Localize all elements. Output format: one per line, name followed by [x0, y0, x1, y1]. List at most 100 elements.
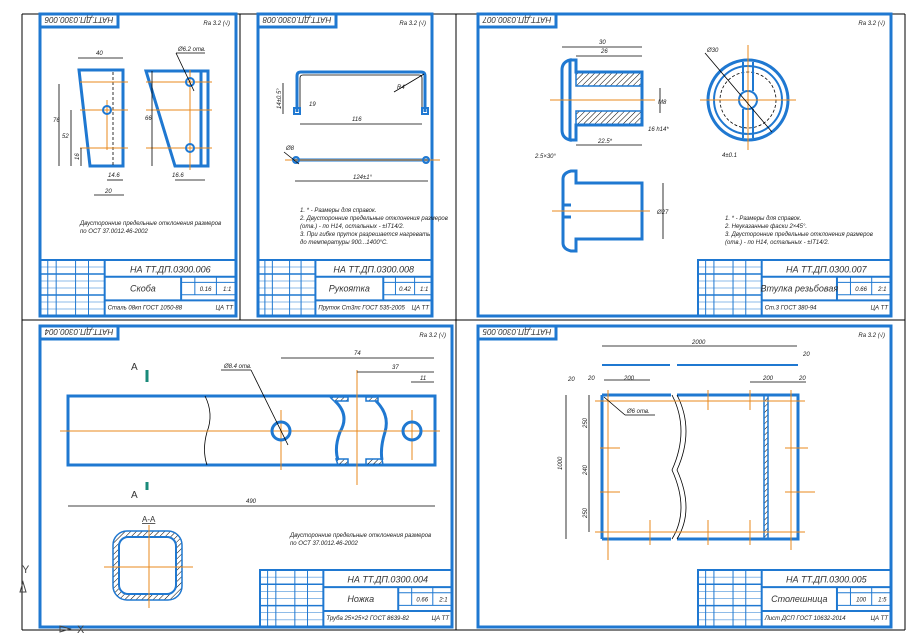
- dim-chamfer: 2.5×30°: [534, 154, 557, 160]
- note: (отв.) - по Н14, остальных - ±IT14/2.: [300, 224, 404, 230]
- dim-width: 40: [96, 51, 103, 57]
- part-mass: 0.66: [855, 287, 867, 293]
- material: Ст.3 ГОСТ 380-94: [765, 305, 817, 311]
- drawing-sheet-1[interactable]: НАТТ.ДП.0300.006 Ra 3.2 (√) НА ТТ.ДП.0300.…: [38, 12, 238, 318]
- organization: ЦА ТТ: [871, 616, 890, 622]
- dim-116: 116: [352, 117, 362, 123]
- note: 2. Двусторонние предельные отклонения ра…: [299, 216, 448, 222]
- dim-200: 200: [623, 376, 635, 382]
- material: Труба 25×25×2 ГОСТ 8639-82: [326, 616, 409, 622]
- note: Двусторонние предельные отклонения разме…: [289, 533, 431, 539]
- dim-250-bottom: 250: [583, 507, 589, 519]
- dim-52: 52: [62, 134, 69, 140]
- y-axis-label: Y: [22, 564, 30, 576]
- dim-thickness: 20: [802, 352, 810, 358]
- part-name: Втулка резьбовая: [760, 283, 838, 293]
- roughness-symbol: Ra 3.2 (√): [858, 20, 885, 27]
- dim-22-5: 22.5*: [597, 139, 613, 145]
- part-scale: 1:5: [878, 597, 887, 603]
- section-label-bottom: A: [131, 490, 138, 501]
- ucs-icon: [19, 580, 72, 633]
- dim-37: 37: [392, 365, 399, 371]
- material: Сталь 08кп ГОСТ 1050-88: [108, 305, 183, 311]
- x-axis-label: X: [77, 624, 85, 636]
- dim-16: 16 h14*: [648, 127, 669, 133]
- drawing-code: НА ТТ.ДП.0300.006: [130, 264, 211, 274]
- dim-20: 20: [567, 377, 575, 383]
- part-mass: 0.42: [399, 287, 411, 293]
- note: 3. Двусторонние предельные отклонения ра…: [725, 232, 873, 238]
- part-mass: 100: [856, 597, 867, 603]
- dim-19: 19: [309, 102, 316, 108]
- dim-20-right: 20: [798, 376, 806, 382]
- note: 1. * - Размеры для справок.: [300, 208, 377, 214]
- sheet-frame: [476, 324, 893, 629]
- note: Двусторонние предельные отклонения разме…: [79, 221, 221, 227]
- note: 2. Неуказанные фаски 2×45°.: [724, 224, 807, 230]
- drawing-stoleshnitsa[interactable]: 2000 20 20 20 200 Ø6 отв. 200 20 1000 25…: [558, 340, 815, 560]
- part-mass: 0.16: [200, 287, 212, 293]
- dim-diameter: Ø8: [285, 146, 295, 152]
- roughness-symbol: Ra 3.2 (√): [858, 332, 885, 339]
- dim-20: 20: [104, 189, 112, 195]
- note: по ОСТ 37.0012.46-2002: [80, 229, 148, 235]
- sheet-tag-box: [256, 12, 338, 29]
- note: 1. * - Размеры для справок.: [725, 216, 802, 222]
- dim-20: 20: [587, 376, 595, 382]
- note: по ОСТ 37.0012.46-2002: [290, 541, 358, 547]
- drawing-sheet-5[interactable]: НАТТ.ДП.0300.005 Ra 3.2 (√) НА ТТ.ДП.0300.…: [476, 324, 893, 629]
- part-scale: 1:1: [420, 287, 428, 293]
- organization: ЦА ТТ: [432, 616, 451, 622]
- dim-30: 30: [599, 40, 606, 46]
- roughness-symbol: Ra 3.2 (√): [203, 20, 230, 27]
- dim-27: Ø27: [656, 210, 669, 216]
- sheet-tag-box: [476, 324, 558, 341]
- dim-height: 76: [53, 118, 60, 124]
- sheet-tag-box: [38, 324, 120, 341]
- drawing-code: НА ТТ.ДП.0300.005: [786, 575, 868, 585]
- part-name: Столешница: [771, 594, 827, 604]
- part-mass: 0.66: [416, 597, 428, 603]
- drawing-skoba[interactable]: 40 Ø6.2 отв. 76 52 16 66 16.6 20 14.6 Дв…: [53, 47, 221, 235]
- drawing-vtulka[interactable]: 30 26 M8 16 h14* 22.5* Ø30 4±0.1 2.5×30°…: [534, 40, 873, 253]
- section-title: A-A: [142, 515, 156, 524]
- drawing-code: НА ТТ.ДП.0300.007: [786, 264, 868, 274]
- drawing-rukoyatka[interactable]: R4 19 116 Ø8 124±1° 14±0.5° 1. * - Разме…: [277, 70, 448, 246]
- part-name: Ножка: [347, 594, 374, 604]
- note: 3. При гибке пруток разрешается нагреват…: [300, 232, 430, 238]
- sheet-tag: НАТТ.ДП.0300.006: [44, 15, 113, 24]
- material: Лист ДСП ГОСТ 10632-2014: [764, 616, 847, 622]
- dim-240: 240: [583, 464, 589, 476]
- dim-14-6: 14.6: [108, 173, 120, 179]
- dim-length: 124±1°: [353, 175, 373, 181]
- dim-16: 16: [75, 153, 81, 160]
- part-name: Скоба: [130, 283, 156, 293]
- drawing-nozhka[interactable]: Ø8.4 отв. 74 37 11 490 A A A-A Двусторон…: [19, 351, 440, 636]
- note: до температуры 900...1400°С.: [300, 240, 388, 246]
- drawing-sheet-3[interactable]: НАТТ.ДП.0300.007 Ra 3.2 (√) НА ТТ.ДП.0300.…: [476, 12, 893, 318]
- dim-11: 11: [420, 376, 426, 382]
- part-name: Рукоятка: [329, 283, 370, 293]
- organization: ЦА ТТ: [216, 305, 235, 311]
- dim-66: 66: [145, 116, 152, 122]
- note: (отв.) - по Н14, остальных - ±IT14/2.: [725, 240, 829, 246]
- dim-490: 490: [246, 499, 257, 505]
- dim-height: 14±0.5°: [277, 88, 283, 109]
- material: Пруток Ст3пс ГОСТ 535-2005: [318, 305, 405, 311]
- dim-radius: R4: [397, 85, 405, 91]
- sheet-tag: НАТТ.ДП.0300.008: [262, 15, 331, 24]
- sheet-tag-box: [38, 12, 120, 29]
- dim-1000: 1000: [558, 456, 564, 470]
- dim-2000: 2000: [691, 340, 706, 346]
- drawing-code: НА ТТ.ДП.0300.004: [347, 575, 428, 585]
- organization: ЦА ТТ: [871, 305, 890, 311]
- sheet-tag: НАТТ.ДП.0300.005: [482, 327, 551, 336]
- dim-hole: Ø8.4 отв.: [223, 364, 252, 370]
- roughness-symbol: Ra 3.2 (√): [419, 332, 446, 339]
- sheet-tag: НАТТ.ДП.0300.007: [482, 15, 551, 24]
